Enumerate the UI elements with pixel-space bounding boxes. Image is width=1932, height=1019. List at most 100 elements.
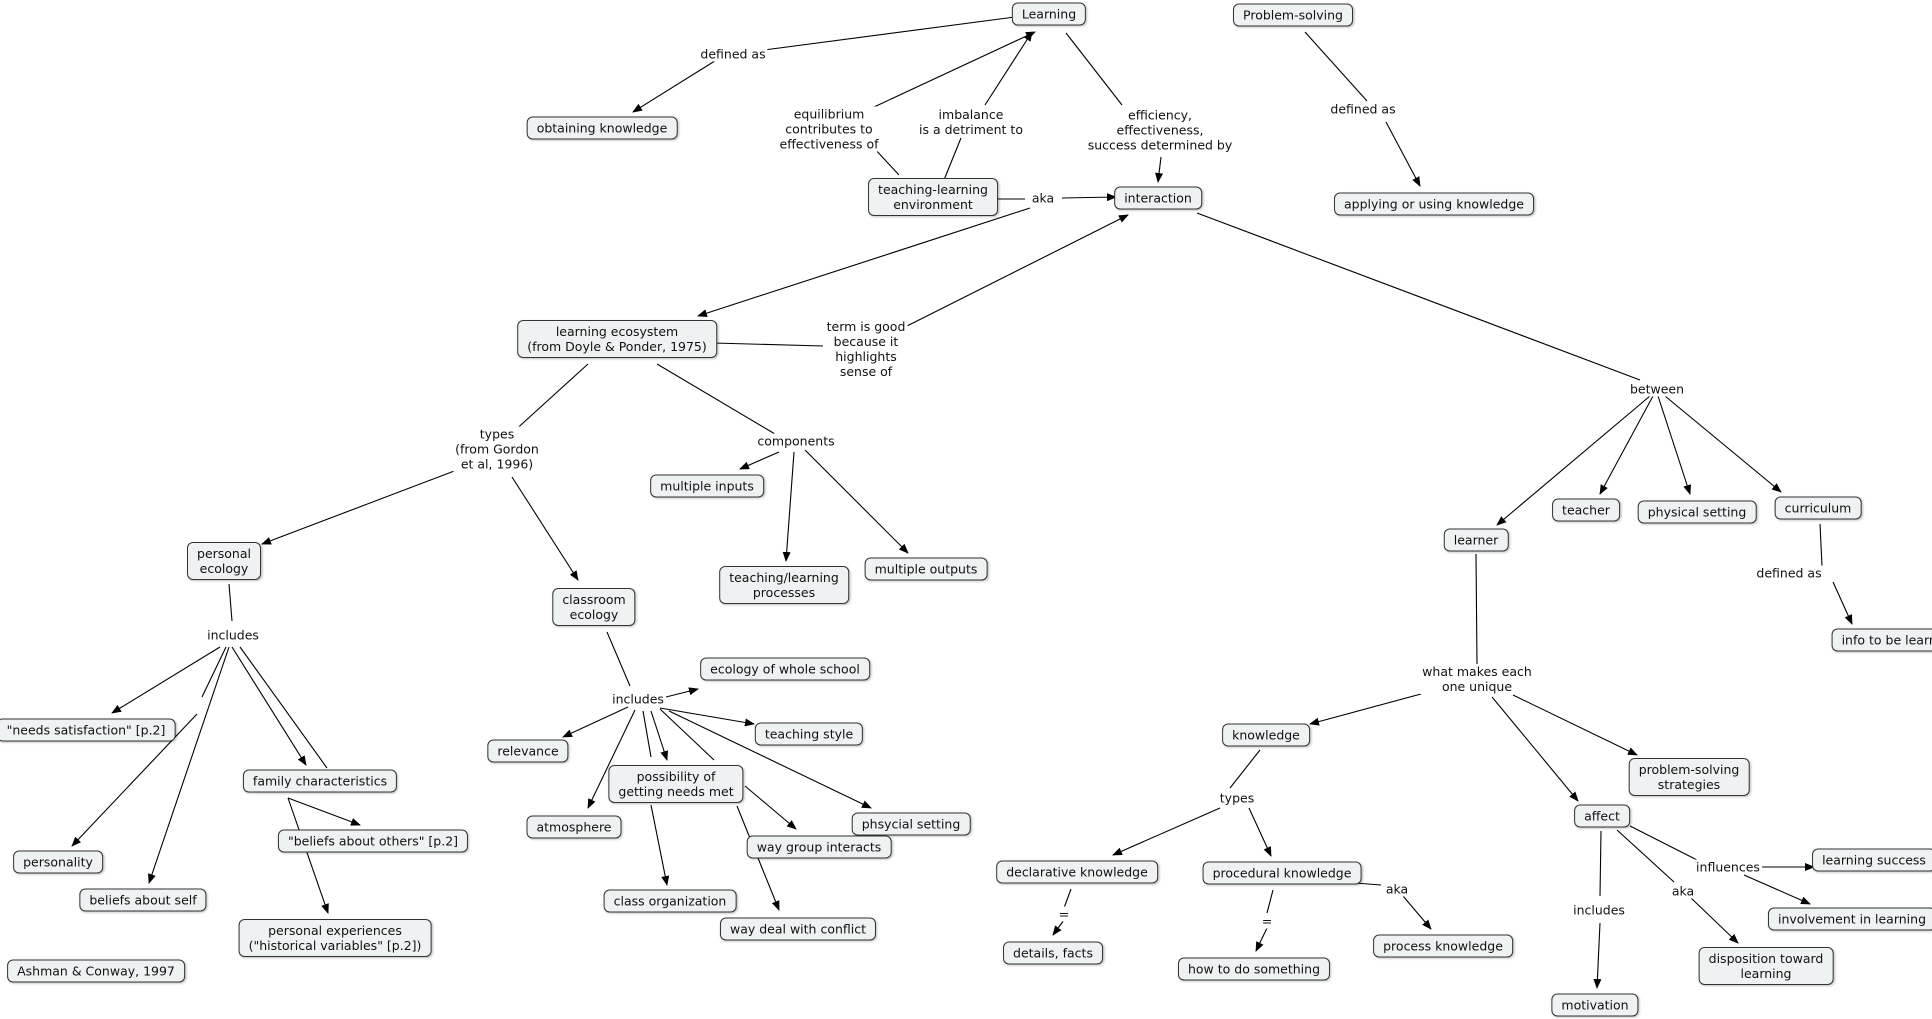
concept-node[interactable]: teaching/learning processes bbox=[719, 566, 849, 604]
link-label: influences bbox=[1694, 859, 1762, 875]
connector-line bbox=[697, 207, 1031, 318]
concept-node[interactable]: way group interacts bbox=[746, 835, 892, 859]
link-label: defined as bbox=[698, 46, 768, 62]
concept-node[interactable]: process knowledge bbox=[1373, 934, 1513, 958]
link-label: includes bbox=[1571, 902, 1627, 918]
connector-line bbox=[1593, 922, 1602, 989]
connector-line bbox=[1512, 694, 1638, 756]
connector-line bbox=[744, 785, 797, 830]
concept-node[interactable]: learner bbox=[1443, 528, 1509, 552]
link-label: equilibrium contributes to effectiveness… bbox=[777, 106, 881, 152]
connector-line bbox=[873, 147, 900, 176]
concept-node[interactable]: motivation bbox=[1551, 993, 1639, 1017]
connector-line bbox=[943, 137, 962, 181]
connector-line bbox=[261, 461, 479, 545]
connector-line bbox=[239, 646, 328, 769]
link-label: types bbox=[1217, 790, 1257, 806]
concept-node[interactable]: personality bbox=[13, 850, 103, 874]
connector-line bbox=[1819, 523, 1823, 567]
concept-node[interactable]: Problem-solving bbox=[1233, 3, 1353, 27]
connector-line bbox=[650, 710, 669, 761]
concept-node[interactable]: details, facts bbox=[1003, 941, 1103, 965]
connector-line bbox=[1599, 395, 1654, 495]
connector-line bbox=[111, 646, 221, 714]
concept-node[interactable]: ecology of whole school bbox=[700, 657, 870, 681]
concept-node[interactable]: personal experiences ("historical variab… bbox=[238, 919, 432, 957]
connector-line bbox=[782, 451, 795, 562]
link-label: defined as bbox=[1754, 565, 1824, 581]
link-label: what makes each one unique bbox=[1420, 664, 1534, 694]
citation-node[interactable]: Ashman & Conway, 1997 bbox=[7, 959, 185, 983]
connector-line bbox=[1402, 895, 1432, 930]
concept-node[interactable]: multiple inputs bbox=[650, 474, 764, 498]
concept-node[interactable]: atmosphere bbox=[526, 815, 622, 839]
concept-node[interactable]: interaction bbox=[1114, 186, 1202, 210]
concept-node[interactable]: "beliefs about others" [p.2] bbox=[277, 829, 469, 853]
concept-node[interactable]: "needs satisfaction" [p.2] bbox=[0, 718, 176, 742]
concept-node[interactable]: possibility of getting needs met bbox=[608, 765, 744, 803]
connector-line bbox=[1155, 156, 1164, 183]
concept-node[interactable]: relevance bbox=[487, 739, 569, 763]
link-label: defined as bbox=[1328, 101, 1398, 117]
connector-line bbox=[656, 363, 776, 435]
concept-node[interactable]: physical setting bbox=[1637, 500, 1757, 524]
concept-node[interactable]: personal ecology bbox=[187, 542, 261, 580]
connector-line bbox=[148, 646, 230, 884]
concept-node[interactable]: Learning bbox=[1011, 2, 1087, 26]
connector-line bbox=[1061, 193, 1117, 202]
concept-node[interactable]: classroom ecology bbox=[552, 588, 636, 626]
connector-line bbox=[659, 707, 755, 727]
connector-line bbox=[632, 58, 719, 113]
connector-line bbox=[1065, 32, 1123, 106]
connector-line bbox=[1255, 927, 1268, 952]
connector-line bbox=[1266, 889, 1274, 914]
concept-node[interactable]: teaching style bbox=[754, 722, 864, 746]
connector-line bbox=[763, 16, 1016, 51]
connector-line bbox=[1743, 874, 1811, 905]
concept-node[interactable]: how to do something bbox=[1177, 957, 1331, 981]
link-label: between bbox=[1627, 381, 1687, 397]
concept-node[interactable]: disposition toward learning bbox=[1698, 947, 1834, 985]
link-label: aka bbox=[1383, 881, 1411, 897]
connector-line bbox=[739, 451, 780, 470]
concept-node[interactable]: curriculum bbox=[1774, 496, 1862, 520]
connector-line bbox=[1052, 919, 1065, 936]
connector-line bbox=[1112, 807, 1221, 856]
link-label: efficiency, effectiveness, success deter… bbox=[1085, 107, 1235, 153]
concept-node[interactable]: knowledge bbox=[1222, 723, 1310, 747]
concept-node[interactable]: beliefs about self bbox=[79, 888, 207, 912]
concept-node[interactable]: multiple outputs bbox=[864, 557, 988, 581]
connector-line bbox=[668, 710, 872, 809]
link-label: term is good because it highlights sense… bbox=[824, 319, 908, 379]
connector-line bbox=[804, 449, 909, 554]
link-label: aka bbox=[1029, 190, 1057, 206]
connector-line bbox=[511, 363, 589, 434]
concept-node[interactable]: info to be learned bbox=[1831, 628, 1932, 652]
concept-node[interactable]: phsycial setting bbox=[851, 812, 971, 836]
concept-node[interactable]: procedural knowledge bbox=[1202, 861, 1362, 885]
connector-line bbox=[1657, 395, 1692, 495]
connector-line bbox=[287, 797, 361, 826]
connector-line bbox=[511, 476, 579, 581]
concept-node[interactable]: class organization bbox=[603, 889, 737, 913]
concept-node[interactable]: affect bbox=[1574, 804, 1630, 828]
link-label: imbalance is a detriment to bbox=[917, 107, 1025, 137]
concept-node[interactable]: learning ecosystem (from Doyle & Ponder,… bbox=[517, 320, 717, 358]
concept-node[interactable]: obtaining knowledge bbox=[526, 116, 678, 140]
connector-line bbox=[1475, 553, 1478, 666]
concept-node[interactable]: problem-solving strategies bbox=[1628, 758, 1750, 796]
concept-node[interactable]: learning success bbox=[1812, 848, 1932, 872]
link-label: = bbox=[1056, 906, 1072, 922]
connector-line bbox=[1496, 395, 1651, 526]
concept-node[interactable]: teaching-learning environment bbox=[868, 178, 998, 216]
concept-node[interactable]: declarative knowledge bbox=[996, 860, 1158, 884]
concept-node[interactable]: way deal with conflict bbox=[719, 917, 877, 941]
concept-node[interactable]: teacher bbox=[1552, 498, 1620, 522]
concept-node[interactable]: family characteristics bbox=[242, 769, 398, 793]
connector-line bbox=[1385, 121, 1421, 187]
concept-node[interactable]: applying or using knowledge bbox=[1334, 192, 1534, 216]
connector-line bbox=[1309, 693, 1422, 726]
concept-node[interactable]: involvement in learning bbox=[1767, 907, 1932, 931]
